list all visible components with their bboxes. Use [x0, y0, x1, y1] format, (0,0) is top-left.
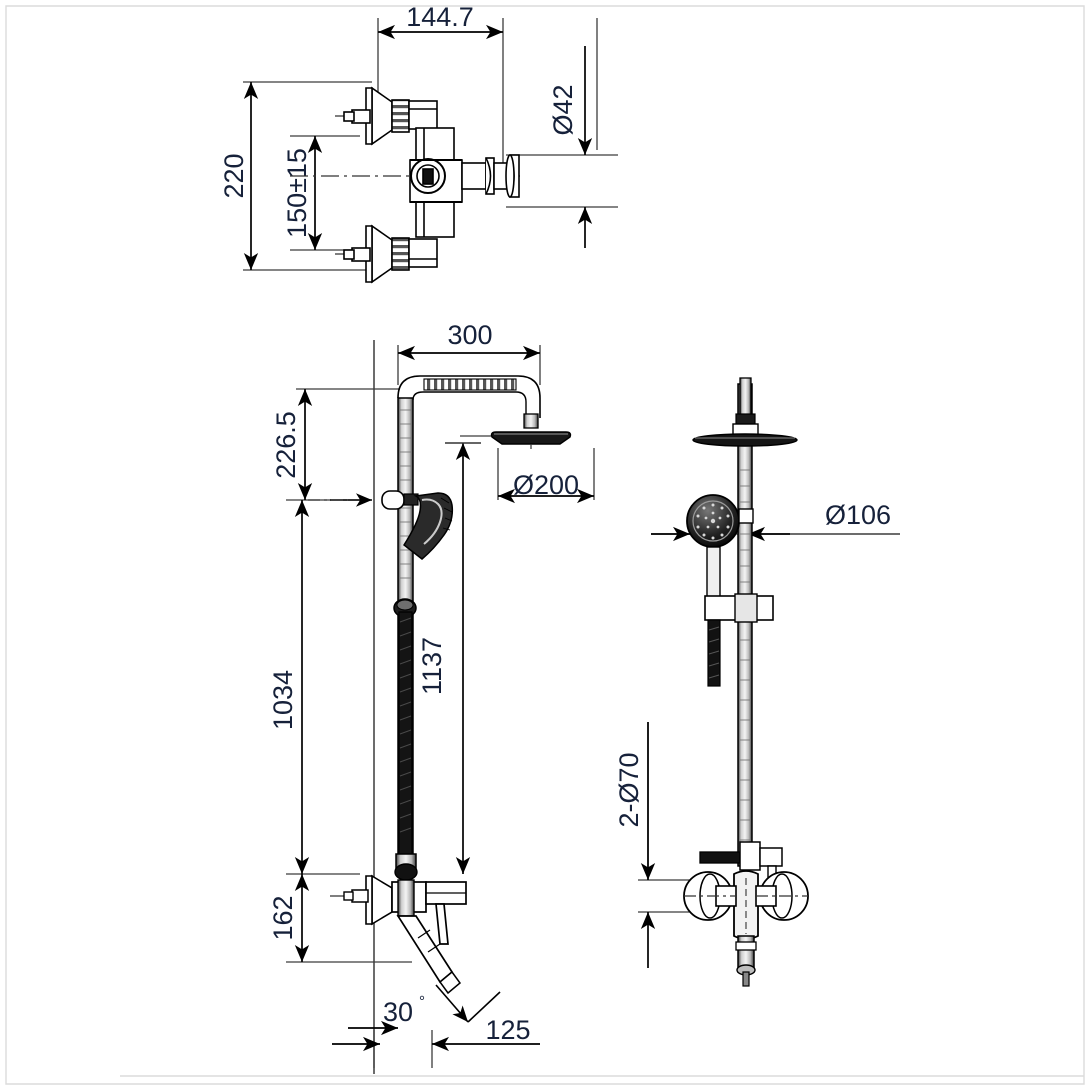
- shower-column-side: [683, 377, 809, 987]
- shower-arm-hatch: [423, 378, 517, 391]
- dimension-label-150-tol: 150±15: [282, 148, 312, 238]
- dimension-label-2-dia-70: 2-Ø70: [614, 752, 644, 827]
- spout-outlet: [438, 970, 462, 995]
- dimension-144-7: 144.7: [378, 2, 503, 40]
- dimension-dia-106: Ø106: [651, 500, 900, 542]
- dimension-150-tol: 150±15: [282, 136, 323, 250]
- wall-mixer-body: [290, 86, 520, 284]
- page-border: [5, 5, 1085, 1085]
- side-riser-hatch: [740, 395, 750, 841]
- dimension-label-dia-42: Ø42: [548, 84, 578, 135]
- dimension-1137: 1137: [417, 442, 481, 874]
- dimension-label-125: 125: [485, 1015, 530, 1045]
- shower-arm-inner: [412, 391, 527, 418]
- shower-column-front: [308, 375, 572, 995]
- hand-shower-face: [440, 497, 453, 531]
- dimension-2-dia-70: 2-Ø70: [614, 722, 656, 968]
- shower-head-connector: [523, 413, 539, 429]
- front-view-group: 300 226.5 1034 162 1137 Ø200: [268, 320, 595, 1074]
- dimension-label-dia-200: Ø200: [513, 470, 579, 500]
- dimension-label-30: 30: [383, 997, 413, 1027]
- side-holder-stub: [738, 508, 754, 524]
- dimension-dia-200: Ø200: [498, 470, 594, 504]
- side-slider-clamp: [734, 593, 758, 623]
- side-rain-head: [692, 433, 798, 447]
- side-view-group: Ø106 2-Ø70: [614, 377, 900, 987]
- dimension-dia-42: Ø42: [548, 46, 593, 248]
- dimension-label-dia-106: Ø106: [825, 500, 891, 530]
- shower-arm-outer: [397, 375, 541, 418]
- side-arm-collar: [735, 413, 756, 425]
- dimension-label-220: 220: [219, 153, 249, 198]
- side-hose-coils: [708, 626, 720, 679]
- dimension-label-144-7: 144.7: [406, 2, 474, 32]
- bath-mixer-front: [330, 874, 467, 995]
- dimension-1034: 1034: [268, 500, 310, 874]
- side-shower-arm-stub: [739, 377, 752, 417]
- slider-clamp: [403, 493, 419, 506]
- dimension-226-5: 226.5: [271, 389, 313, 500]
- hose-nut: [394, 863, 418, 881]
- bath-mixer-side: [683, 841, 809, 987]
- dimension-300: 300: [398, 320, 540, 361]
- slider-bracket: [381, 490, 405, 510]
- dimension-angle-30: 30 °: [383, 984, 501, 1027]
- dimension-125: 125: [332, 1015, 540, 1052]
- dimension-label-1034: 1034: [268, 670, 298, 730]
- hand-shower-highlight: [421, 498, 443, 545]
- hand-shower-nozzles: [696, 503, 730, 540]
- dimension-label-300: 300: [447, 320, 492, 350]
- spout-rings: [417, 929, 441, 953]
- mixer-lever: [435, 903, 449, 945]
- dimension-label-degree-sign: °: [419, 993, 425, 1010]
- hand-shower-assembly: [308, 490, 454, 560]
- side-riser-rail: [737, 383, 753, 867]
- dimension-label-162: 162: [268, 895, 298, 940]
- dimension-label-1137: 1137: [417, 637, 447, 695]
- top-view-group: 144.7 220 150±15 Ø42: [219, 2, 618, 284]
- rain-shower-head: [490, 431, 572, 445]
- shower-hose-coils: [399, 617, 412, 833]
- dimension-label-226-5: 226.5: [271, 411, 301, 479]
- dimension-162: 162: [268, 874, 310, 962]
- side-spout: [737, 935, 755, 969]
- side-diverter-arm: [699, 851, 741, 864]
- dimension-220: 220: [219, 82, 259, 270]
- hand-shower-face-ring: [692, 500, 734, 542]
